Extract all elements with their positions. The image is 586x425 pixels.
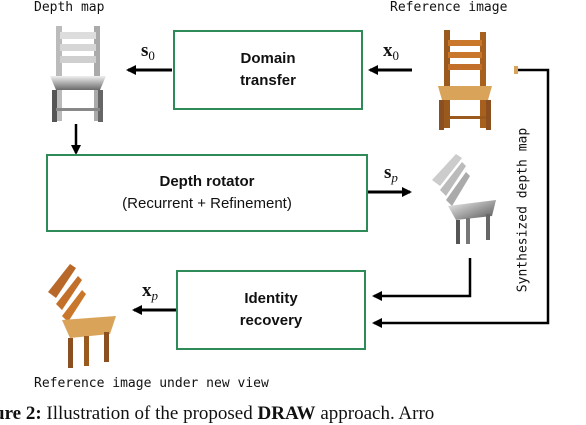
symbol-xp: xp (142, 280, 158, 303)
reference-chair-image (438, 30, 492, 130)
depth-map-label: Depth map (34, 0, 105, 15)
reference-image-new-view-label: Reference image under new view (34, 376, 269, 391)
arrow-depth-to-identity (372, 258, 472, 301)
depth-rotator-line2: (Recurrent + Refinement) (122, 195, 292, 212)
symbol-x0: x0 (383, 40, 399, 63)
identity-recovery-box: Identity recovery (176, 270, 366, 350)
reference-image-marker (514, 66, 518, 74)
depth-rotator-box: Depth rotator (Recurrent + Refinement) (46, 154, 368, 232)
identity-recovery-line2: recovery (239, 312, 303, 329)
depth-rotator-line1: Depth rotator (159, 173, 255, 190)
synthesized-depth-map-label: Synthesized depth map (515, 127, 531, 293)
domain-transfer-line1: Domain (240, 50, 296, 67)
domain-transfer-box: Domain transfer (173, 30, 363, 110)
reference-image-label: Reference image (390, 0, 508, 15)
symbol-s0: s0 (141, 40, 155, 63)
arrow-ref-to-identity (372, 68, 550, 328)
output-chair-image (48, 264, 116, 368)
identity-recovery-line1: Identity (244, 290, 298, 307)
synthesized-depth-chair-image (432, 154, 496, 244)
domain-transfer-line2: transfer (240, 72, 296, 89)
symbol-sp: sp (384, 162, 398, 185)
figure-caption: ure 2: Illustration of the proposed DRAW… (0, 403, 435, 424)
depth-map-chair-image (50, 26, 106, 122)
